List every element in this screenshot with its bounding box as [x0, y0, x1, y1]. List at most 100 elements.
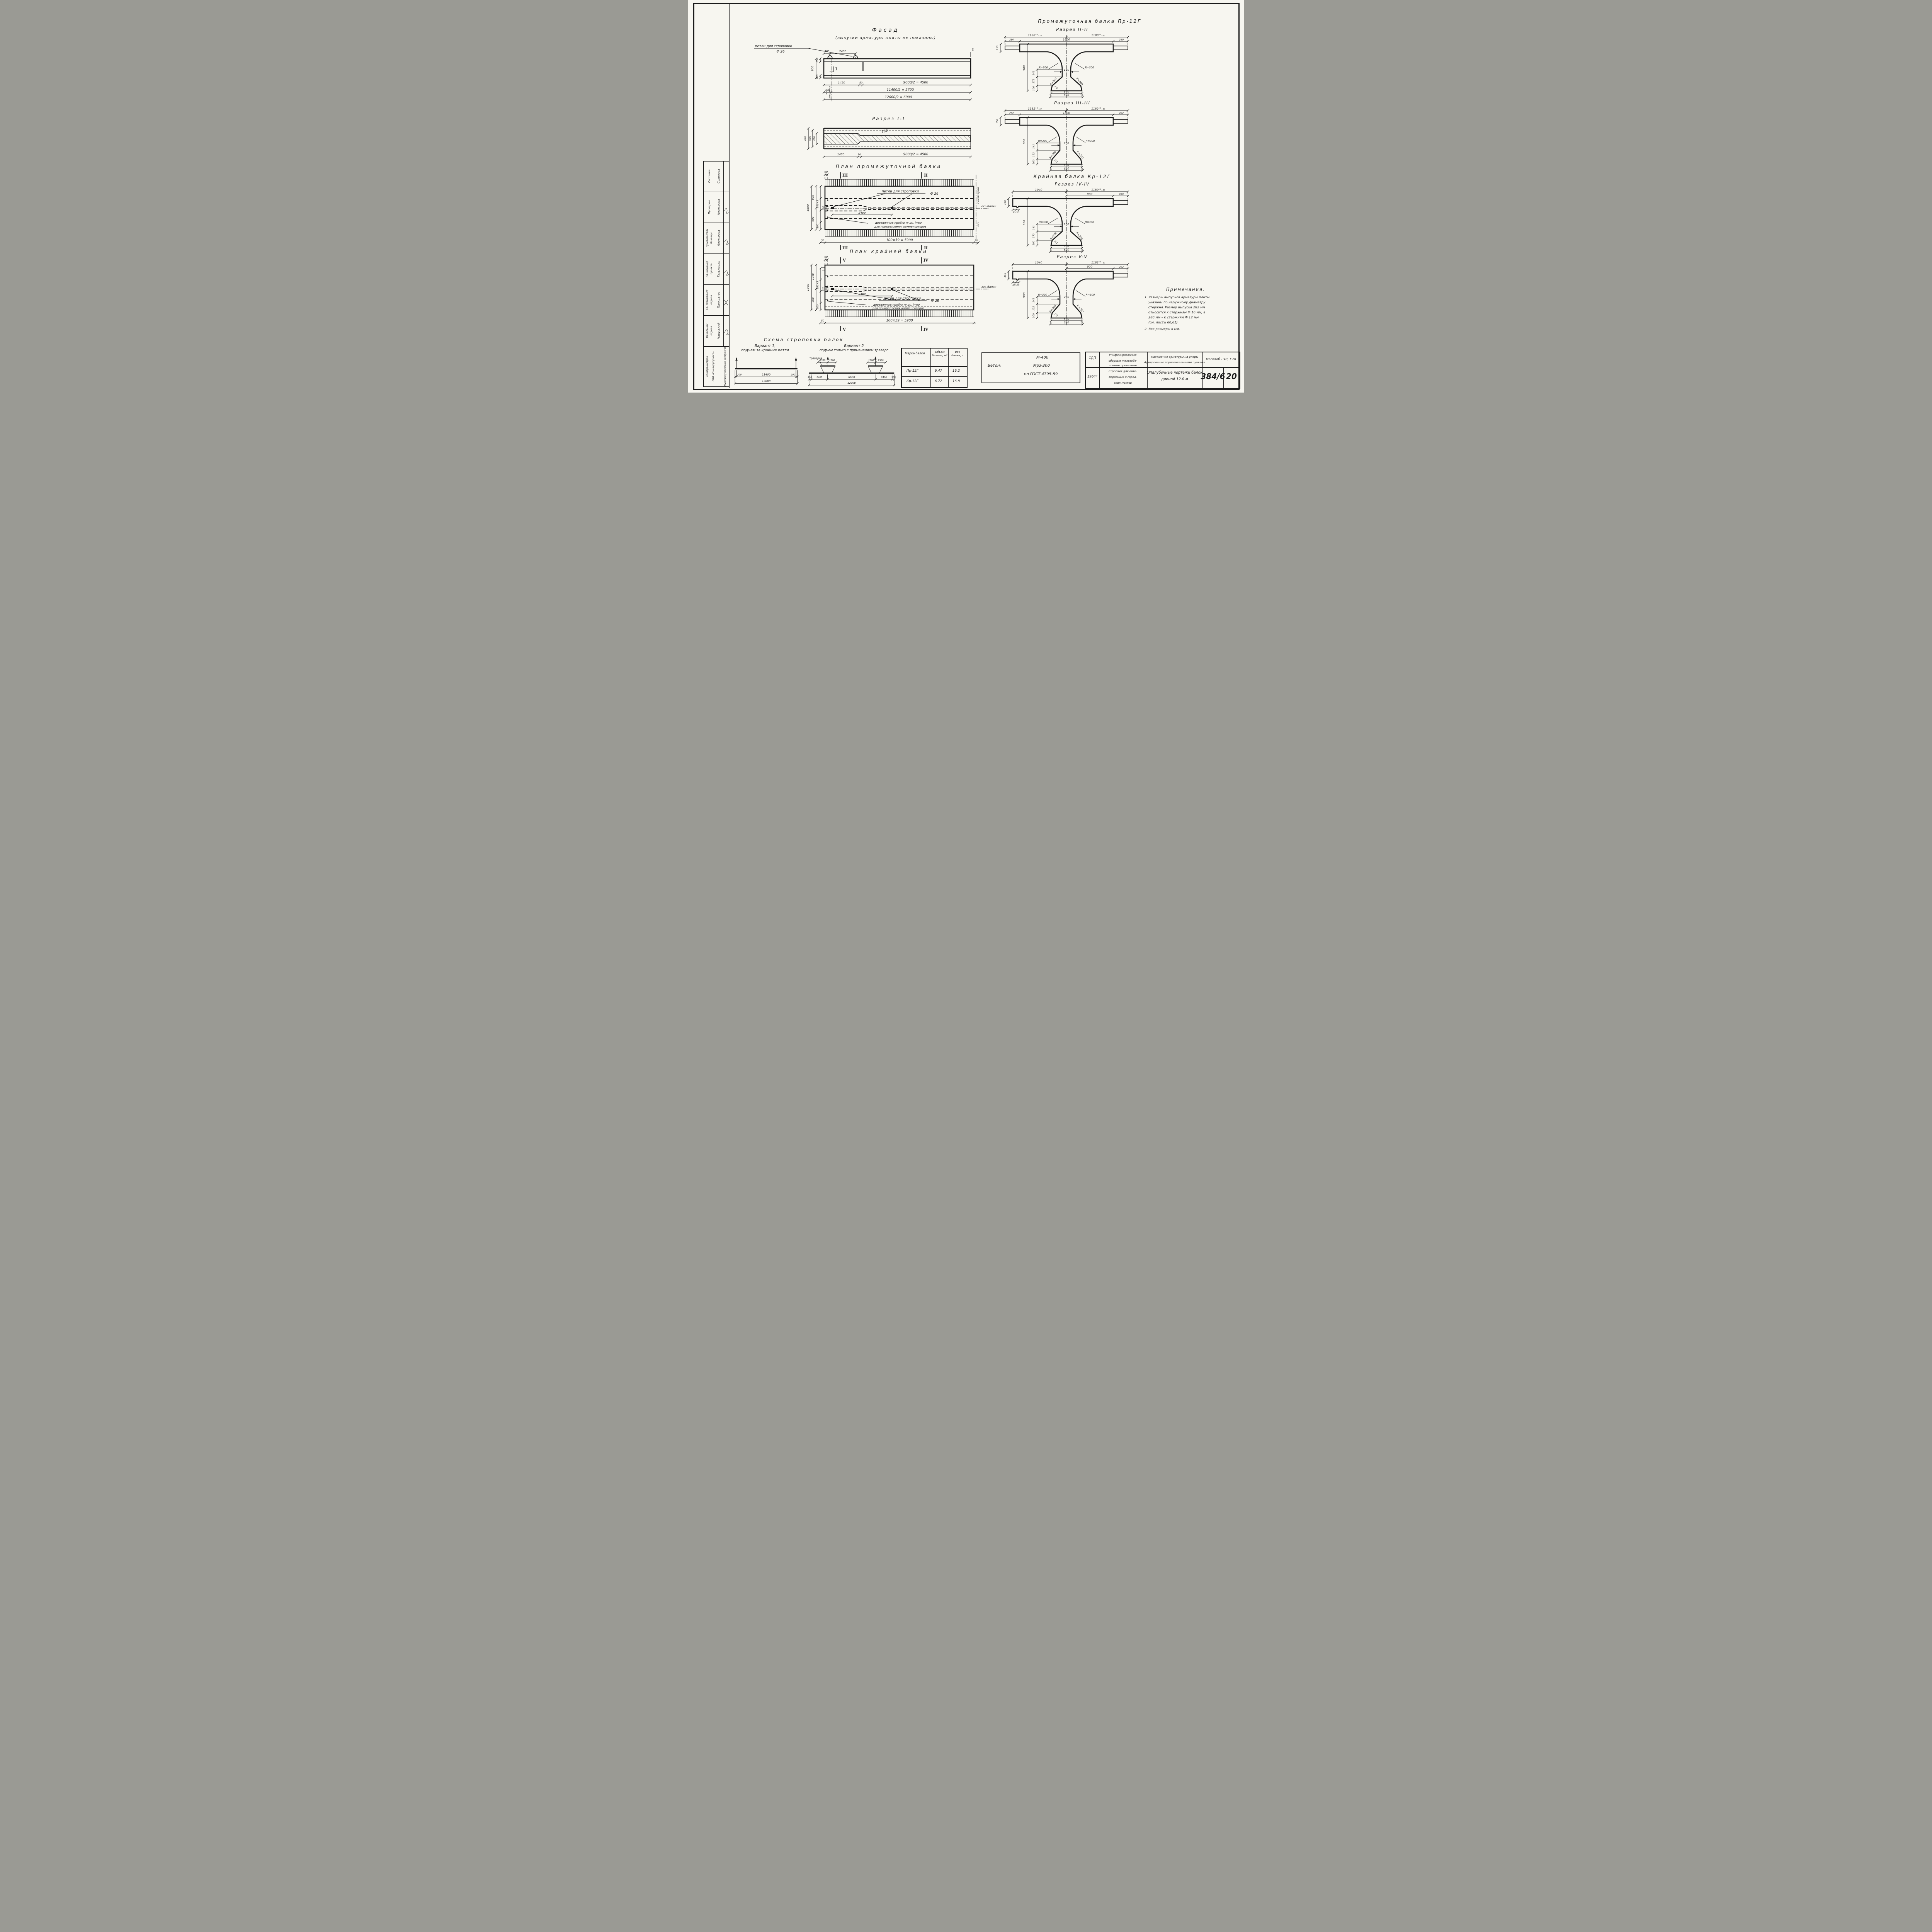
- tendon-lines-jogged: [825, 205, 974, 211]
- dim: 1500: [820, 359, 825, 362]
- dim: 300: [737, 373, 742, 376]
- doc-number: 384/6: [1201, 372, 1225, 381]
- dim: 500×3: [816, 281, 819, 289]
- dim-row2: [1003, 113, 1129, 116]
- dim-chain: [819, 185, 822, 231]
- ext-lines: [1050, 246, 1083, 252]
- strapping-title: Схема строповки балок: [764, 337, 844, 342]
- year: 1964г: [1087, 375, 1098, 379]
- dim: 12000/2 = 6000: [885, 95, 912, 99]
- rebar-comb-bottom: [825, 230, 974, 236]
- dim: 900: [811, 217, 815, 222]
- dim: 160: [1064, 223, 1069, 226]
- tb-line: [1223, 367, 1224, 388]
- loops-label: петли для строповки: [882, 190, 919, 194]
- slot: [862, 62, 864, 71]
- note-line: 1. Размеры выпусков арматуры плиты: [1145, 295, 1210, 299]
- section-mark-lines: [840, 245, 922, 250]
- tb-line: [1147, 352, 1148, 388]
- arrow: [1071, 225, 1073, 228]
- dim-lines: [807, 127, 818, 150]
- stamp-role: Проверил: [708, 200, 711, 214]
- dim-1940: [810, 264, 813, 311]
- strapping-variant2: траверса 1500 1200 1200 1500 300 2400 66…: [808, 356, 896, 386]
- dim: 141: [1032, 225, 1035, 230]
- sheet-frame: [693, 3, 1240, 390]
- dim-90: [823, 173, 829, 176]
- dim: 600: [809, 136, 811, 141]
- dim-2400: [831, 294, 893, 298]
- slope-label: 1:1: [1054, 313, 1058, 317]
- dim-620: [1049, 250, 1084, 253]
- org-code: СДП: [1088, 356, 1096, 360]
- table-line: [930, 349, 931, 387]
- level-lines: [1037, 296, 1060, 313]
- dim: 600: [1064, 317, 1069, 321]
- stamp-name: Алексеева: [717, 199, 721, 215]
- section-mark-lines: [840, 257, 922, 264]
- loops-dia: Ф 26: [776, 50, 785, 54]
- dim: 1200: [868, 359, 874, 362]
- plug-dot: [827, 199, 828, 201]
- dim-900: [1026, 270, 1029, 320]
- radius-label: R=300: [1086, 293, 1095, 296]
- dim: 1200: [829, 359, 835, 362]
- dim: 300: [791, 373, 796, 376]
- dim: 1940: [806, 284, 810, 291]
- arrow: [1071, 71, 1073, 73]
- arrow: [1060, 71, 1062, 73]
- dim-1800: [810, 185, 813, 231]
- dim: 620: [1064, 94, 1069, 97]
- dim-stack: [1036, 295, 1039, 320]
- facade-drawing: петли для строповки Ф 26 300 2400 900 15…: [754, 44, 974, 102]
- stamp-line: [703, 253, 729, 254]
- dim: 1450: [838, 81, 845, 84]
- drawing-sheet: Составил Соколова Проверил Алексеева Рук…: [688, 0, 1244, 393]
- dim: 900: [811, 298, 815, 303]
- plan-mid-drawing: петли для строповки Ф 26 2400 деревянные…: [806, 170, 997, 250]
- dim-row2: [1065, 267, 1129, 270]
- radius-label: R=300: [1086, 139, 1095, 143]
- slope-label: 1:1: [1054, 85, 1058, 90]
- note-line: (см. листы 60,61): [1148, 320, 1178, 324]
- sidebar-divider: [729, 3, 730, 388]
- stamp-name: Гальперин: [717, 260, 721, 277]
- tendon-lines: [825, 276, 974, 300]
- radius-label: R=300: [1038, 293, 1047, 296]
- plugs-line1: деревянные пробки Ф 20, l=60: [873, 303, 920, 306]
- beam-section: [1012, 270, 1114, 319]
- leader: [1047, 290, 1057, 297]
- arrow: [1058, 298, 1060, 300]
- beam-outline: [824, 185, 975, 230]
- ext-lines: [830, 53, 856, 59]
- radius-label: R=300: [1085, 66, 1094, 69]
- leaders: [833, 193, 912, 207]
- dim: 1180⁺⁵₋₁₀: [1091, 34, 1105, 37]
- dim: 90: [825, 170, 828, 173]
- stamp-line: [703, 386, 729, 387]
- leader: [1075, 218, 1085, 224]
- dim: 100: [1032, 241, 1035, 245]
- section-mark: II: [924, 246, 928, 250]
- rebar-comb-bottom: [825, 310, 974, 317]
- dim-620: [1049, 323, 1084, 326]
- dim: 150: [1004, 200, 1007, 205]
- loop-mark: [831, 207, 834, 209]
- dim: 900: [1022, 220, 1026, 225]
- dim: 1040: [811, 273, 815, 280]
- axis-label: ось балки: [981, 204, 997, 208]
- dim: 280: [1119, 39, 1124, 41]
- loops-label: петли для строповки: [884, 297, 921, 301]
- dim: 50: [821, 320, 824, 322]
- variant1-subtitle: подъем за крайние петли: [741, 349, 789, 352]
- scale-label: Масштаб 1:40, 1:20: [1206, 357, 1236, 361]
- section-mark-lines: [840, 172, 922, 179]
- dim: 141: [1032, 144, 1035, 149]
- section-mark: IV: [923, 328, 929, 332]
- title-block: СДП 1964г Унифицированные сборные железо…: [1085, 352, 1240, 389]
- note-line: 280 мм – к стержням Ф 12 мм: [1148, 315, 1199, 319]
- signature: [724, 208, 730, 276]
- axis-label: симметрии: [976, 187, 980, 204]
- leader: [828, 301, 866, 305]
- axis-label: опирания: [828, 86, 831, 99]
